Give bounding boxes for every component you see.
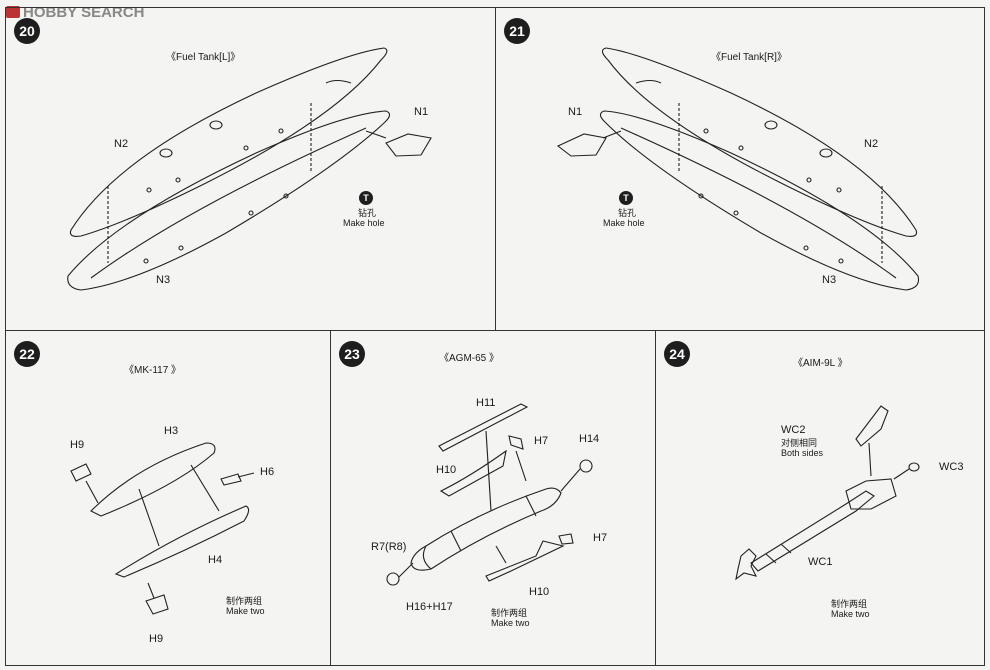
part-h7-lower-label: H7 — [593, 532, 608, 544]
step-number: 24 — [664, 341, 690, 367]
part-n2-label: N2 — [114, 138, 129, 150]
step-22-panel: 22 《MK-117 》 H9 H3 H6 H4 H9 制作两组 Make tw… — [5, 330, 331, 666]
make-hole-en: Make hole — [603, 218, 645, 228]
part-h9-label: H9 — [70, 439, 85, 451]
step-21-panel: 21 《Fuel Tank[R]》 N1 N2 N3 T 钻孔 Make hol… — [495, 7, 985, 331]
make-two-cn: 制作两组 — [226, 596, 263, 606]
make-two-en: Make two — [831, 609, 870, 619]
aim-9l-diagram — [735, 405, 920, 581]
make-two-en: Make two — [226, 606, 265, 616]
step-title: 《Fuel Tank[R]》 — [711, 52, 787, 63]
step-title: 《MK-117 》 — [124, 365, 182, 376]
drill-hole-icon: T — [359, 191, 373, 205]
watermark-text: HOBBY SEARCH — [23, 4, 145, 21]
step-number: 21 — [504, 18, 530, 44]
step-20-panel: 20 《Fuel Tank[L]》 N1 N2 N3 T 钻孔 Make hol… — [5, 7, 496, 331]
make-two-cn: 制作两组 — [831, 599, 868, 609]
part-h10-lower-label: H10 — [529, 586, 550, 598]
part-n3-label: N3 — [156, 274, 171, 286]
part-wc2-label: WC2 — [781, 424, 806, 436]
part-h16-h17-label: H16+H17 — [406, 601, 453, 613]
part-r7-r8-label: R7(R8) — [371, 541, 407, 553]
part-h9-bottom-label: H9 — [149, 633, 164, 645]
step-24-panel: 24 《AIM-9L 》 WC2 对侧相同 Both sides WC3 WC1… — [655, 330, 985, 666]
part-h3-label: H3 — [164, 425, 179, 437]
part-n1-label: N1 — [414, 106, 429, 118]
part-n3-label: N3 — [822, 274, 837, 286]
fuel-tank-left-diagram — [67, 47, 432, 291]
make-two-cn: 制作两组 — [491, 608, 528, 618]
part-h14-label: H14 — [579, 433, 600, 445]
agm-65-diagram — [386, 403, 593, 586]
drill-hole-icon: T — [619, 191, 633, 205]
step-number: 22 — [14, 341, 40, 367]
part-h4-label: H4 — [208, 554, 223, 566]
make-two-en: Make two — [491, 618, 530, 628]
hobby-search-logo-icon — [6, 6, 20, 18]
step-23-panel: 23 《AGM-65 》 H11 H7 H14 H10 R7(R8) H7 H1… — [330, 330, 656, 666]
part-n2-label: N2 — [864, 138, 879, 150]
step-title: 《AIM-9L 》 — [793, 358, 848, 369]
part-wc1-label: WC1 — [808, 556, 833, 568]
part-h6-label: H6 — [260, 466, 275, 478]
part-h11-label: H11 — [476, 397, 496, 409]
part-wc3-label: WC3 — [939, 461, 964, 473]
part-n1-label: N1 — [568, 106, 583, 118]
step-title: 《AGM-65 》 — [439, 353, 500, 364]
both-sides-en: Both sides — [781, 448, 824, 458]
part-h7-label: H7 — [534, 435, 549, 447]
part-h10-label: H10 — [436, 464, 457, 476]
watermark: HOBBY SEARCH — [6, 4, 144, 21]
both-sides-cn: 对侧相同 — [781, 438, 818, 448]
mk-117-diagram — [70, 442, 255, 615]
step-number: 20 — [14, 18, 40, 44]
make-hole-cn: 钻孔 — [358, 208, 377, 218]
make-hole-cn: 钻孔 — [618, 208, 637, 218]
step-title: 《Fuel Tank[L]》 — [166, 52, 241, 63]
step-number: 23 — [339, 341, 365, 367]
make-hole-en: Make hole — [343, 218, 385, 228]
fuel-tank-right-diagram — [556, 47, 920, 291]
